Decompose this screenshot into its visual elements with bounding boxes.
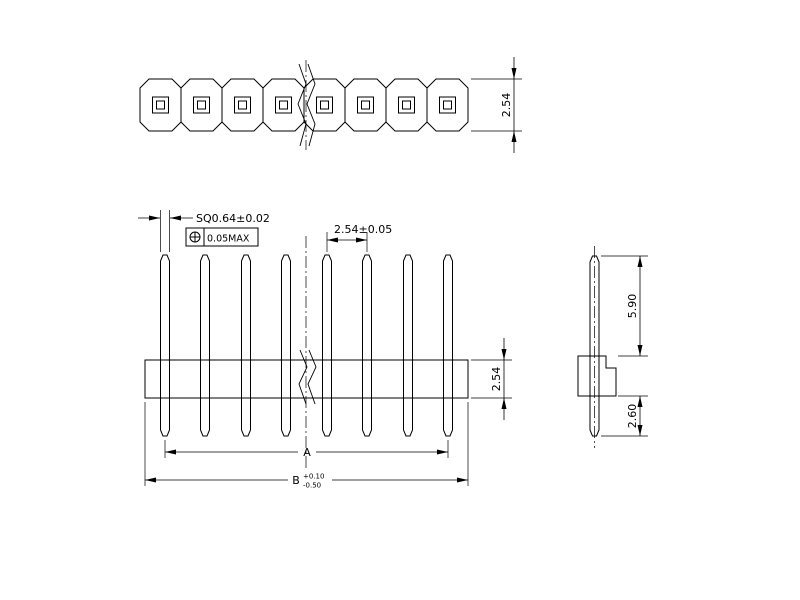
dim-pin-below: 2.60 bbox=[601, 395, 648, 437]
top-view-segments bbox=[139, 78, 469, 132]
dim-pin-above: 5.90 bbox=[601, 255, 648, 357]
gdt-tolerance-label: 0.05MAX bbox=[207, 234, 250, 245]
dim-pin-pitch: 2.54±0.05 bbox=[326, 223, 392, 252]
dim-top-view-height: 2.54 bbox=[471, 57, 522, 153]
dim-pin-above-label: 5.90 bbox=[626, 294, 639, 319]
front-view-break-lines bbox=[298, 349, 317, 405]
dim-overall-b: B +0.10 -0.50 bbox=[144, 402, 469, 490]
dim-span-a-label: A bbox=[303, 446, 311, 459]
dim-pin-square-label: SQ0.64±0.02 bbox=[196, 212, 270, 225]
top-view-break-lines bbox=[297, 63, 316, 147]
dim-top-view-height-label: 2.54 bbox=[500, 93, 513, 118]
dim-overall-b-label: B bbox=[292, 474, 300, 487]
header-base-body bbox=[144, 359, 469, 399]
true-position-icon bbox=[189, 231, 201, 243]
dim-base-height-label: 2.54 bbox=[490, 367, 503, 392]
side-view-base bbox=[577, 355, 617, 397]
dim-pin-below-label: 2.60 bbox=[626, 404, 639, 429]
front-view: SQ0.64±0.02 0.05MAX 2.54±0.05 bbox=[138, 210, 512, 490]
dim-pin-pitch-label: 2.54±0.05 bbox=[334, 223, 392, 236]
front-view-pins bbox=[160, 254, 453, 437]
dim-pin-square: SQ0.64±0.02 bbox=[138, 210, 270, 252]
side-view-pin bbox=[589, 255, 600, 437]
top-view: 2.54 bbox=[139, 57, 522, 153]
dim-base-height: 2.54 bbox=[471, 338, 512, 420]
dim-overall-b-upper-tol: +0.10 bbox=[303, 473, 324, 481]
side-view: 5.90 2.60 bbox=[577, 246, 648, 448]
dim-span-a: A bbox=[164, 440, 449, 459]
dim-overall-b-lower-tol: -0.50 bbox=[303, 482, 321, 490]
gdt-frame: 0.05MAX bbox=[185, 227, 259, 247]
